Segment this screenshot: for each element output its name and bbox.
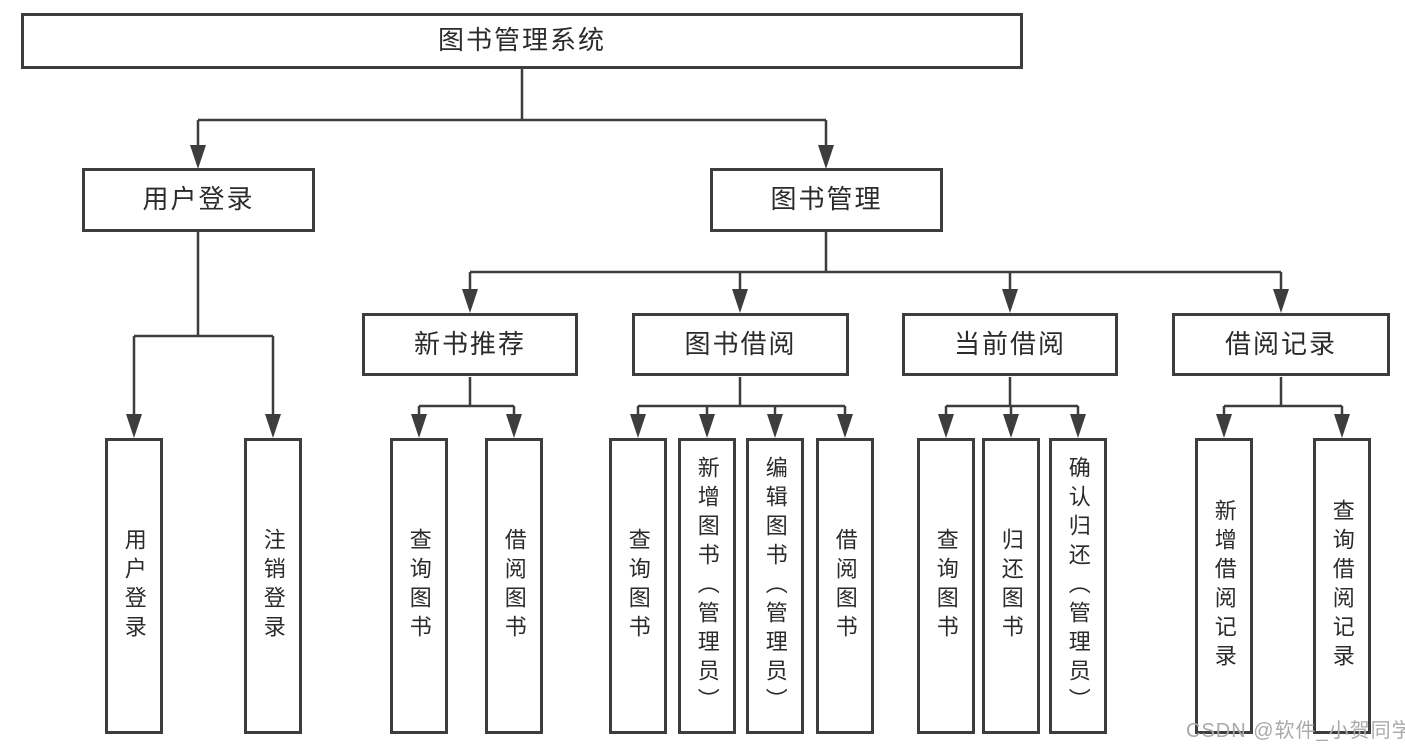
- arrowhead-cb-return: [1003, 414, 1019, 438]
- node-br-add: 新增借阅记录: [1195, 438, 1253, 734]
- connector-new-book-children: [417, 377, 516, 418]
- node-user-login: 用户登录: [82, 168, 315, 232]
- node-current-borrow-label: 当前借阅: [953, 328, 1066, 359]
- node-bb-edit-label: 编辑图书（管理员）: [762, 455, 788, 717]
- node-cb-return-label: 归还图书: [998, 528, 1024, 644]
- arrowhead-br-add: [1216, 414, 1232, 438]
- node-bb-edit: 编辑图书（管理员）: [746, 438, 804, 734]
- node-nb-borrow-label: 借阅图书: [501, 528, 527, 644]
- node-borrow-record-label: 借阅记录: [1224, 328, 1337, 359]
- node-ul-login: 用户登录: [105, 438, 163, 734]
- node-bb-query-label: 查询图书: [625, 528, 651, 644]
- node-bb-borrow-label: 借阅图书: [832, 528, 858, 644]
- node-root-label: 图书管理系统: [437, 25, 606, 56]
- connector-book-borrow-children: [636, 377, 847, 418]
- node-cb-confirm: 确认归还（管理员）: [1049, 438, 1107, 734]
- node-ul-logout-label: 注销登录: [260, 528, 286, 644]
- arrowhead-bb-edit: [767, 414, 783, 438]
- node-bb-borrow: 借阅图书: [816, 438, 874, 734]
- node-book-borrow-label: 图书借阅: [684, 328, 797, 359]
- node-bb-add-label: 新增图书（管理员）: [694, 455, 720, 717]
- arrowhead-cb-query: [938, 414, 954, 438]
- arrowhead-br-query: [1334, 414, 1350, 438]
- arrowhead-current-borrow: [1002, 289, 1018, 313]
- connector-root-to-level1: [196, 69, 828, 150]
- node-cb-confirm-label: 确认归还（管理员）: [1065, 455, 1091, 717]
- node-cb-query: 查询图书: [917, 438, 975, 734]
- arrowhead-bb-add: [699, 414, 715, 438]
- node-ul-logout: 注销登录: [244, 438, 302, 734]
- arrowhead-new-book: [462, 289, 478, 313]
- node-nb-query: 查询图书: [390, 438, 448, 734]
- arrowhead-cb-confirm: [1070, 414, 1086, 438]
- node-bb-add: 新增图书（管理员）: [678, 438, 736, 734]
- connector-borrow-record-children: [1222, 377, 1344, 418]
- node-br-query-label: 查询借阅记录: [1329, 499, 1355, 673]
- node-nb-query-label: 查询图书: [406, 528, 432, 644]
- node-new-book-label: 新书推荐: [413, 328, 526, 359]
- node-bb-query: 查询图书: [609, 438, 667, 734]
- arrowhead-book-borrow: [732, 289, 748, 313]
- node-user-login-label: 用户登录: [142, 184, 255, 215]
- arrowhead-ul-logout: [265, 414, 281, 438]
- connector-user-login-children: [132, 232, 275, 418]
- node-br-query: 查询借阅记录: [1313, 438, 1371, 734]
- node-cb-query-label: 查询图书: [933, 528, 959, 644]
- node-nb-borrow: 借阅图书: [485, 438, 543, 734]
- node-current-borrow: 当前借阅: [902, 313, 1118, 376]
- arrowhead-book-mgmt: [818, 145, 834, 169]
- arrowhead-ul-login: [126, 414, 142, 438]
- arrowhead-bb-borrow: [837, 414, 853, 438]
- arrowhead-nb-query: [411, 414, 427, 438]
- connector-book-mgmt-children: [468, 232, 1283, 293]
- node-borrow-record: 借阅记录: [1172, 313, 1390, 376]
- node-book-borrow: 图书借阅: [632, 313, 849, 376]
- node-book-mgmt-label: 图书管理: [770, 184, 883, 215]
- arrowhead-user-login: [190, 145, 206, 169]
- node-root: 图书管理系统: [21, 13, 1023, 69]
- arrowhead-nb-borrow: [506, 414, 522, 438]
- watermark: CSDN @软件_小贺同学: [1186, 720, 1405, 742]
- connector-current-borrow-children: [944, 377, 1080, 418]
- node-ul-login-label: 用户登录: [121, 528, 147, 644]
- node-br-add-label: 新增借阅记录: [1211, 499, 1237, 673]
- node-cb-return: 归还图书: [982, 438, 1040, 734]
- node-book-mgmt: 图书管理: [710, 168, 943, 232]
- arrowhead-borrow-record: [1273, 289, 1289, 313]
- node-new-book: 新书推荐: [362, 313, 578, 376]
- arrowhead-bb-query: [630, 414, 646, 438]
